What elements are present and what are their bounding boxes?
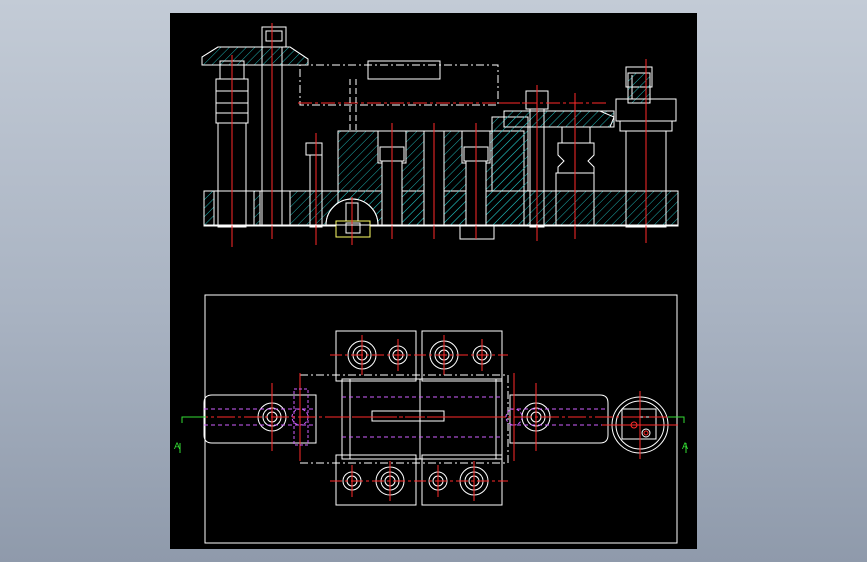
top-plan-view: A A [174,294,688,544]
plan-base-outline [204,294,678,544]
front-section-view [201,23,679,247]
right-handle [505,373,609,461]
slide-body [299,374,509,464]
section-marker-left[interactable] [179,416,206,453]
upper-pads [330,330,508,382]
cad-drawing-canvas[interactable]: A A [170,13,697,549]
section-label-right: A [682,441,688,451]
cad-drawing: A A [174,23,688,544]
toggle-clamp-left [201,23,309,247]
section-label-left: A [174,441,180,451]
right-clamp-block [491,85,615,241]
section-marker-right[interactable] [668,416,687,453]
round-knob [602,391,678,459]
right-support [615,59,677,243]
lower-pads [330,454,508,506]
